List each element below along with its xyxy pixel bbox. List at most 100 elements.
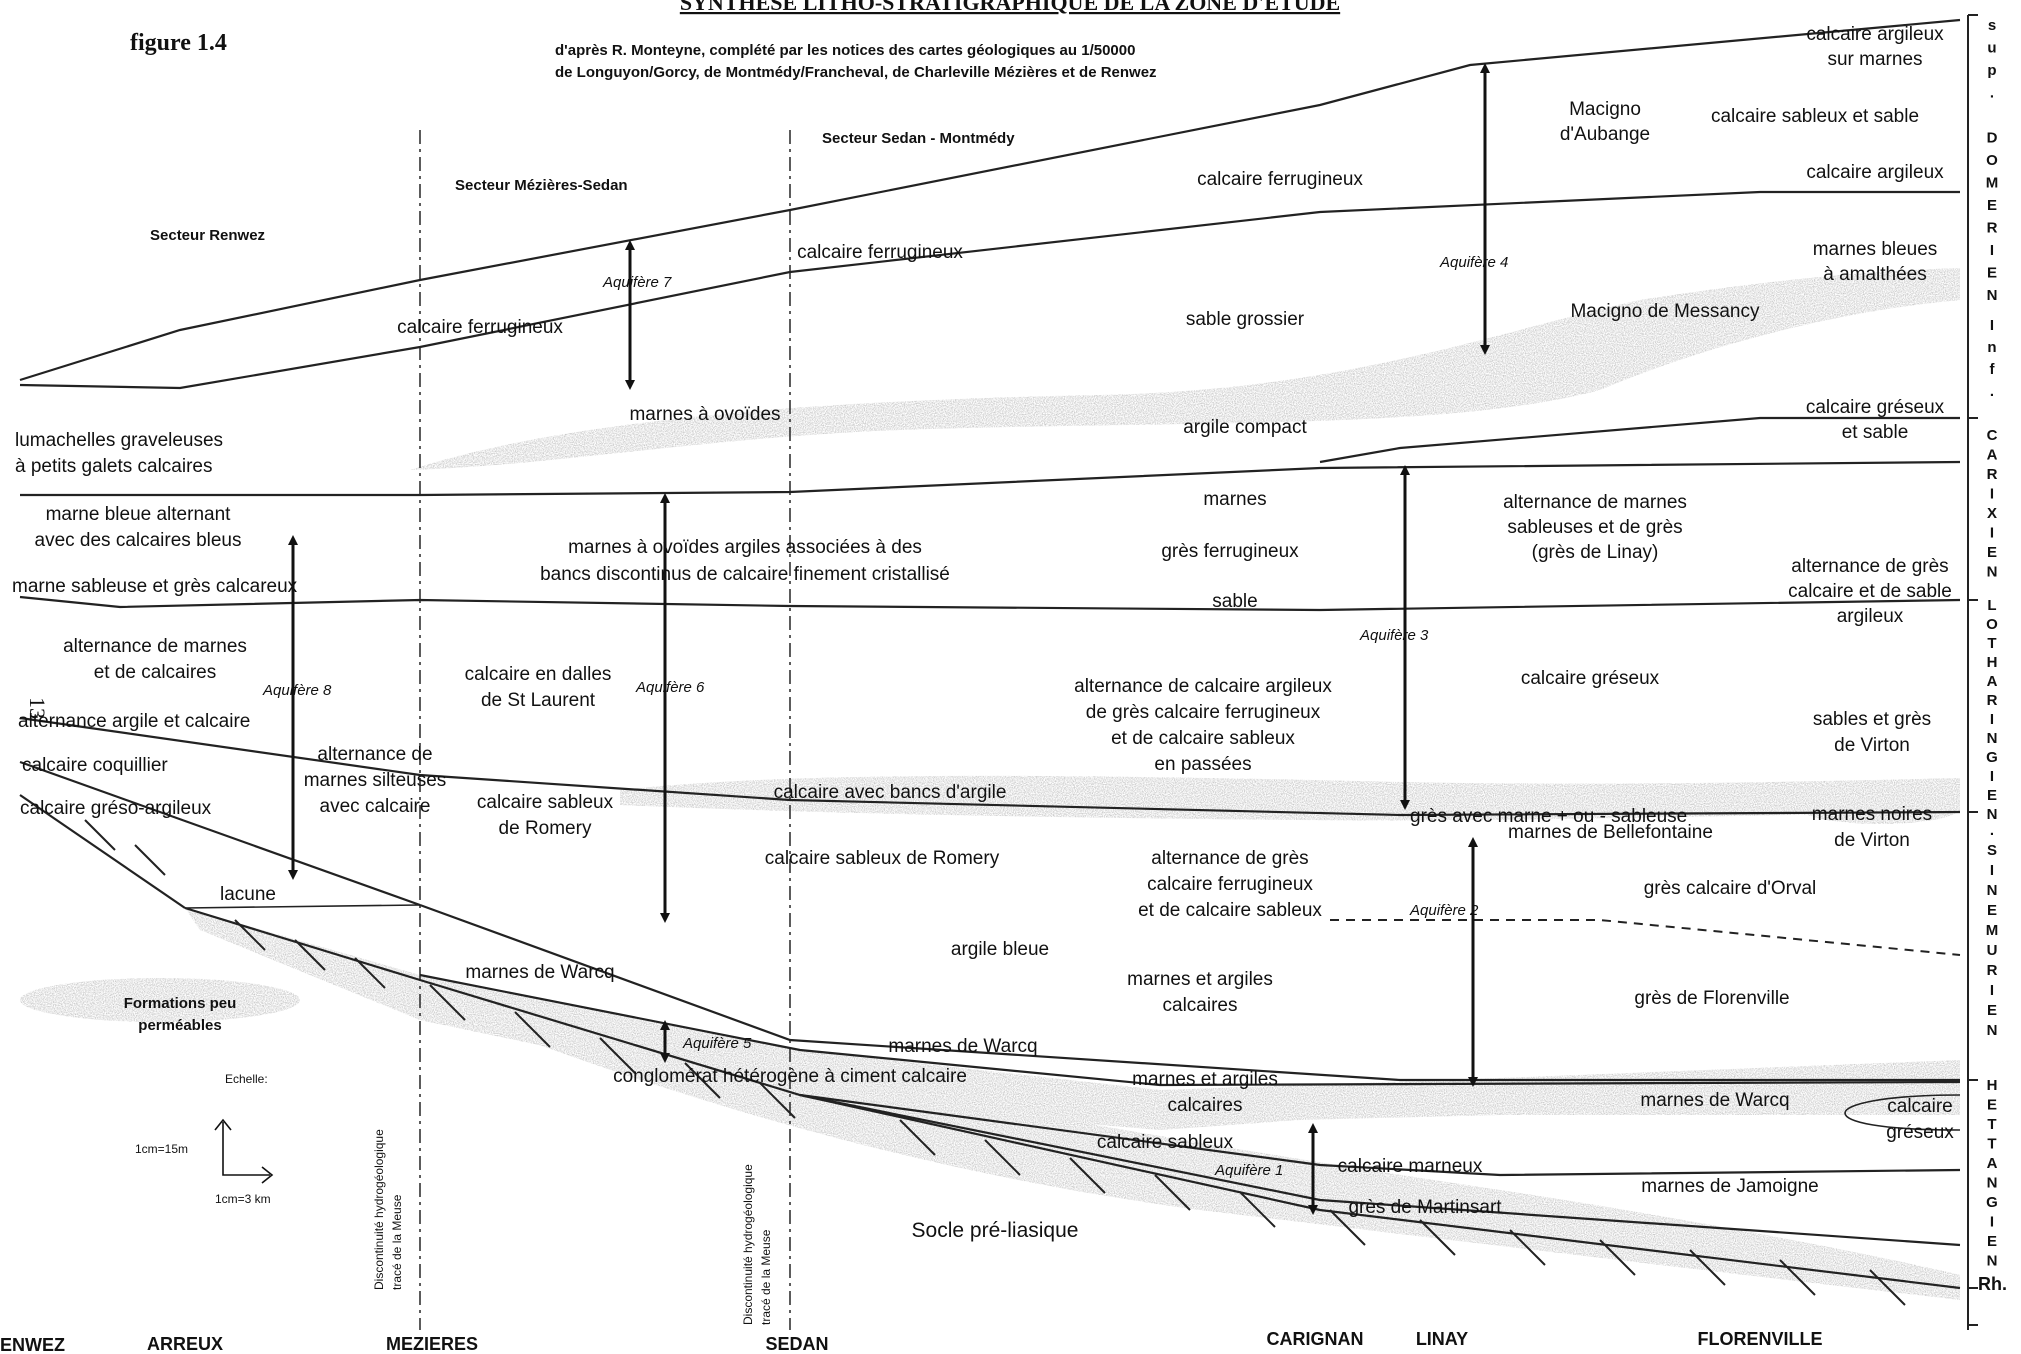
stage-letter-lotharingien: O <box>1986 616 1998 633</box>
formation-label: (grès de Linay) <box>1532 542 1659 563</box>
aquifer-label-6: Aquifère 6 <box>635 679 705 696</box>
discontinuity-sedan-line2: tracé de la Meuse <box>759 1229 773 1325</box>
stage-letter-lotharingien: R <box>1987 692 1998 709</box>
formation-label: alternance de calcaire argileux <box>1074 676 1332 697</box>
boundary-martinsart <box>799 1093 1961 1247</box>
formation-label: argile bleue <box>951 939 1049 960</box>
formation-label: alternance de grès <box>1791 556 1948 577</box>
shade-virton-blob <box>1800 792 1960 824</box>
formation-label: calcaire ferrugineux <box>1147 874 1313 895</box>
stage-letter-carixien: C <box>1987 427 1998 444</box>
boundary-top <box>19 18 1961 382</box>
formation-label: calcaires <box>1163 995 1238 1016</box>
formation-label: marnes et argiles <box>1132 1069 1278 1090</box>
formation-label: et sable <box>1842 422 1909 443</box>
formation-label: de Virton <box>1834 735 1910 756</box>
figure-label: figure 1.4 <box>130 30 227 56</box>
formation-label: calcaire marneux <box>1338 1156 1483 1177</box>
stage-letter-hettangien: T <box>1987 1136 1996 1153</box>
stage-letter-sinemurien: . <box>1990 822 1994 839</box>
stage-letter-domerien: E <box>1987 265 1997 282</box>
town-linay: LINAY <box>1416 1329 1468 1349</box>
stage-letter-inf: f <box>1990 361 1996 378</box>
formation-label: de St Laurent <box>481 690 596 711</box>
formation-label: marnes silteuses <box>304 770 447 791</box>
stage-letter-inf: . <box>1990 383 1994 400</box>
discontinuity-mezieres-line2: tracé de la Meuse <box>390 1194 404 1290</box>
page-number: 13 <box>25 697 50 719</box>
boundary-sinemurien-dashed <box>1330 919 1961 956</box>
stage-letter-domerien: . <box>1990 85 1994 102</box>
stage-letter-domerien: R <box>1987 220 1998 237</box>
formation-label: conglomérat hétérogène à ciment calcaire <box>613 1066 967 1087</box>
stage-letter-carixien: X <box>1987 505 1997 522</box>
formation-label: grès de Martinsart <box>1348 1197 1502 1218</box>
basement-hatches <box>84 819 1906 1306</box>
stage-letter-lotharingien: H <box>1987 654 1998 671</box>
stage-letter-domerien: s <box>1988 17 1996 34</box>
stage-letter-carixien: E <box>1987 544 1997 561</box>
formation-label: Socle pré-liasique <box>912 1219 1079 1242</box>
scale-vertical: 1cm=15m <box>135 1142 188 1156</box>
formation-label: lacune <box>220 884 276 905</box>
formation-label: argileux <box>1837 606 1904 627</box>
formation-label: marnes et argiles <box>1127 969 1273 990</box>
formation-label: calcaire ferrugineux <box>797 242 963 263</box>
source-line-1: d'après R. Monteyne, complété par les no… <box>555 42 1135 59</box>
town-mezieres: MEZIERES <box>386 1334 478 1354</box>
formation-label: alternance de marnes <box>1503 492 1687 513</box>
boundary-hettangien <box>419 973 1961 1087</box>
boundary-carixien-top <box>1319 416 1960 464</box>
stage-letter-domerien: O <box>1986 152 1998 169</box>
stage-rhetien: Rh. <box>1978 1274 2007 1294</box>
formation-label: calcaire ferrugineux <box>1197 169 1363 190</box>
stage-letter-domerien: D <box>1987 130 1998 147</box>
boundary-warcq-top <box>419 903 1960 1082</box>
aquifer-label-7: Aquifère 7 <box>602 274 672 291</box>
formation-label: alternance argile et calcaire <box>18 711 250 732</box>
stage-letter-lotharingien: I <box>1990 768 1994 785</box>
formation-label: à petits galets calcaires <box>15 456 213 477</box>
boundary-lotharingien-top <box>19 595 1961 612</box>
scale-title: Echelle: <box>225 1072 268 1086</box>
stage-letter-lotharingien: L <box>1987 597 1996 614</box>
formation-label: de Romery <box>499 818 592 839</box>
formation-label: alternance de marnes <box>63 636 247 657</box>
aquifer-label-8: Aquifère 8 <box>262 682 332 699</box>
formation-label: calcaire sableux de Romery <box>765 848 1000 869</box>
stage-letter-hettangien: I <box>1990 1214 1994 1231</box>
formation-label: en passées <box>1154 754 1251 775</box>
aquifer-label-3: Aquifère 3 <box>1359 627 1429 644</box>
stage-letter-lotharingien: E <box>1987 787 1997 804</box>
formation-label: marnes bleues <box>1813 239 1938 260</box>
boundary-greso-argileux <box>19 794 186 909</box>
formation-label: à amalthées <box>1823 264 1927 285</box>
stage-letter-carixien: I <box>1990 486 1994 503</box>
stage-letter-domerien: N <box>1987 287 1998 304</box>
stage-axis: sup.DOMERIENInf.CARIXIENLOTHARINGIEN.SIN… <box>1967 14 2007 1330</box>
stage-letter-domerien: p <box>1987 62 1996 79</box>
formation-label: marnes à ovoïdes argiles associées à des <box>568 537 922 558</box>
stage-letter-sinemurien: E <box>1987 1002 1997 1019</box>
stage-letter-sinemurien: N <box>1987 1022 1998 1039</box>
formation-label: marnes de Bellefontaine <box>1508 822 1713 843</box>
formation-label: marnes de Warcq <box>888 1036 1037 1057</box>
formation-label: calcaire ferrugineux <box>397 317 563 338</box>
formation-label: calcaire argileux <box>1806 24 1944 45</box>
formation-label: calcaire gréseux <box>1521 668 1660 689</box>
sector-renwez: Secteur Renwez <box>150 227 265 244</box>
stage-letter-carixien: N <box>1987 564 1998 581</box>
stage-letter-inf: I <box>1990 317 1994 334</box>
formation-label: avec calcaire <box>320 796 431 817</box>
formation-label: de grès calcaire ferrugineux <box>1086 702 1321 723</box>
formation-labels: calcaire argileux sur marnes calcaire sa… <box>12 24 1954 1242</box>
stage-letter-carixien: A <box>1987 447 1998 464</box>
stage-letter-hettangien: E <box>1987 1233 1997 1250</box>
formation-label: calcaire et de sable <box>1788 581 1952 602</box>
formation-label: sables et grès <box>1813 709 1931 730</box>
formation-label: gréseux <box>1886 1122 1954 1143</box>
diagram-title: SYNTHESE LITHO-STRATIGRAPHIQUE DE LA ZON… <box>680 0 1340 15</box>
stage-letter-domerien: E <box>1987 197 1997 214</box>
formation-label: et de calcaire sableux <box>1138 900 1322 921</box>
formation-label: marnes noires <box>1812 804 1932 825</box>
